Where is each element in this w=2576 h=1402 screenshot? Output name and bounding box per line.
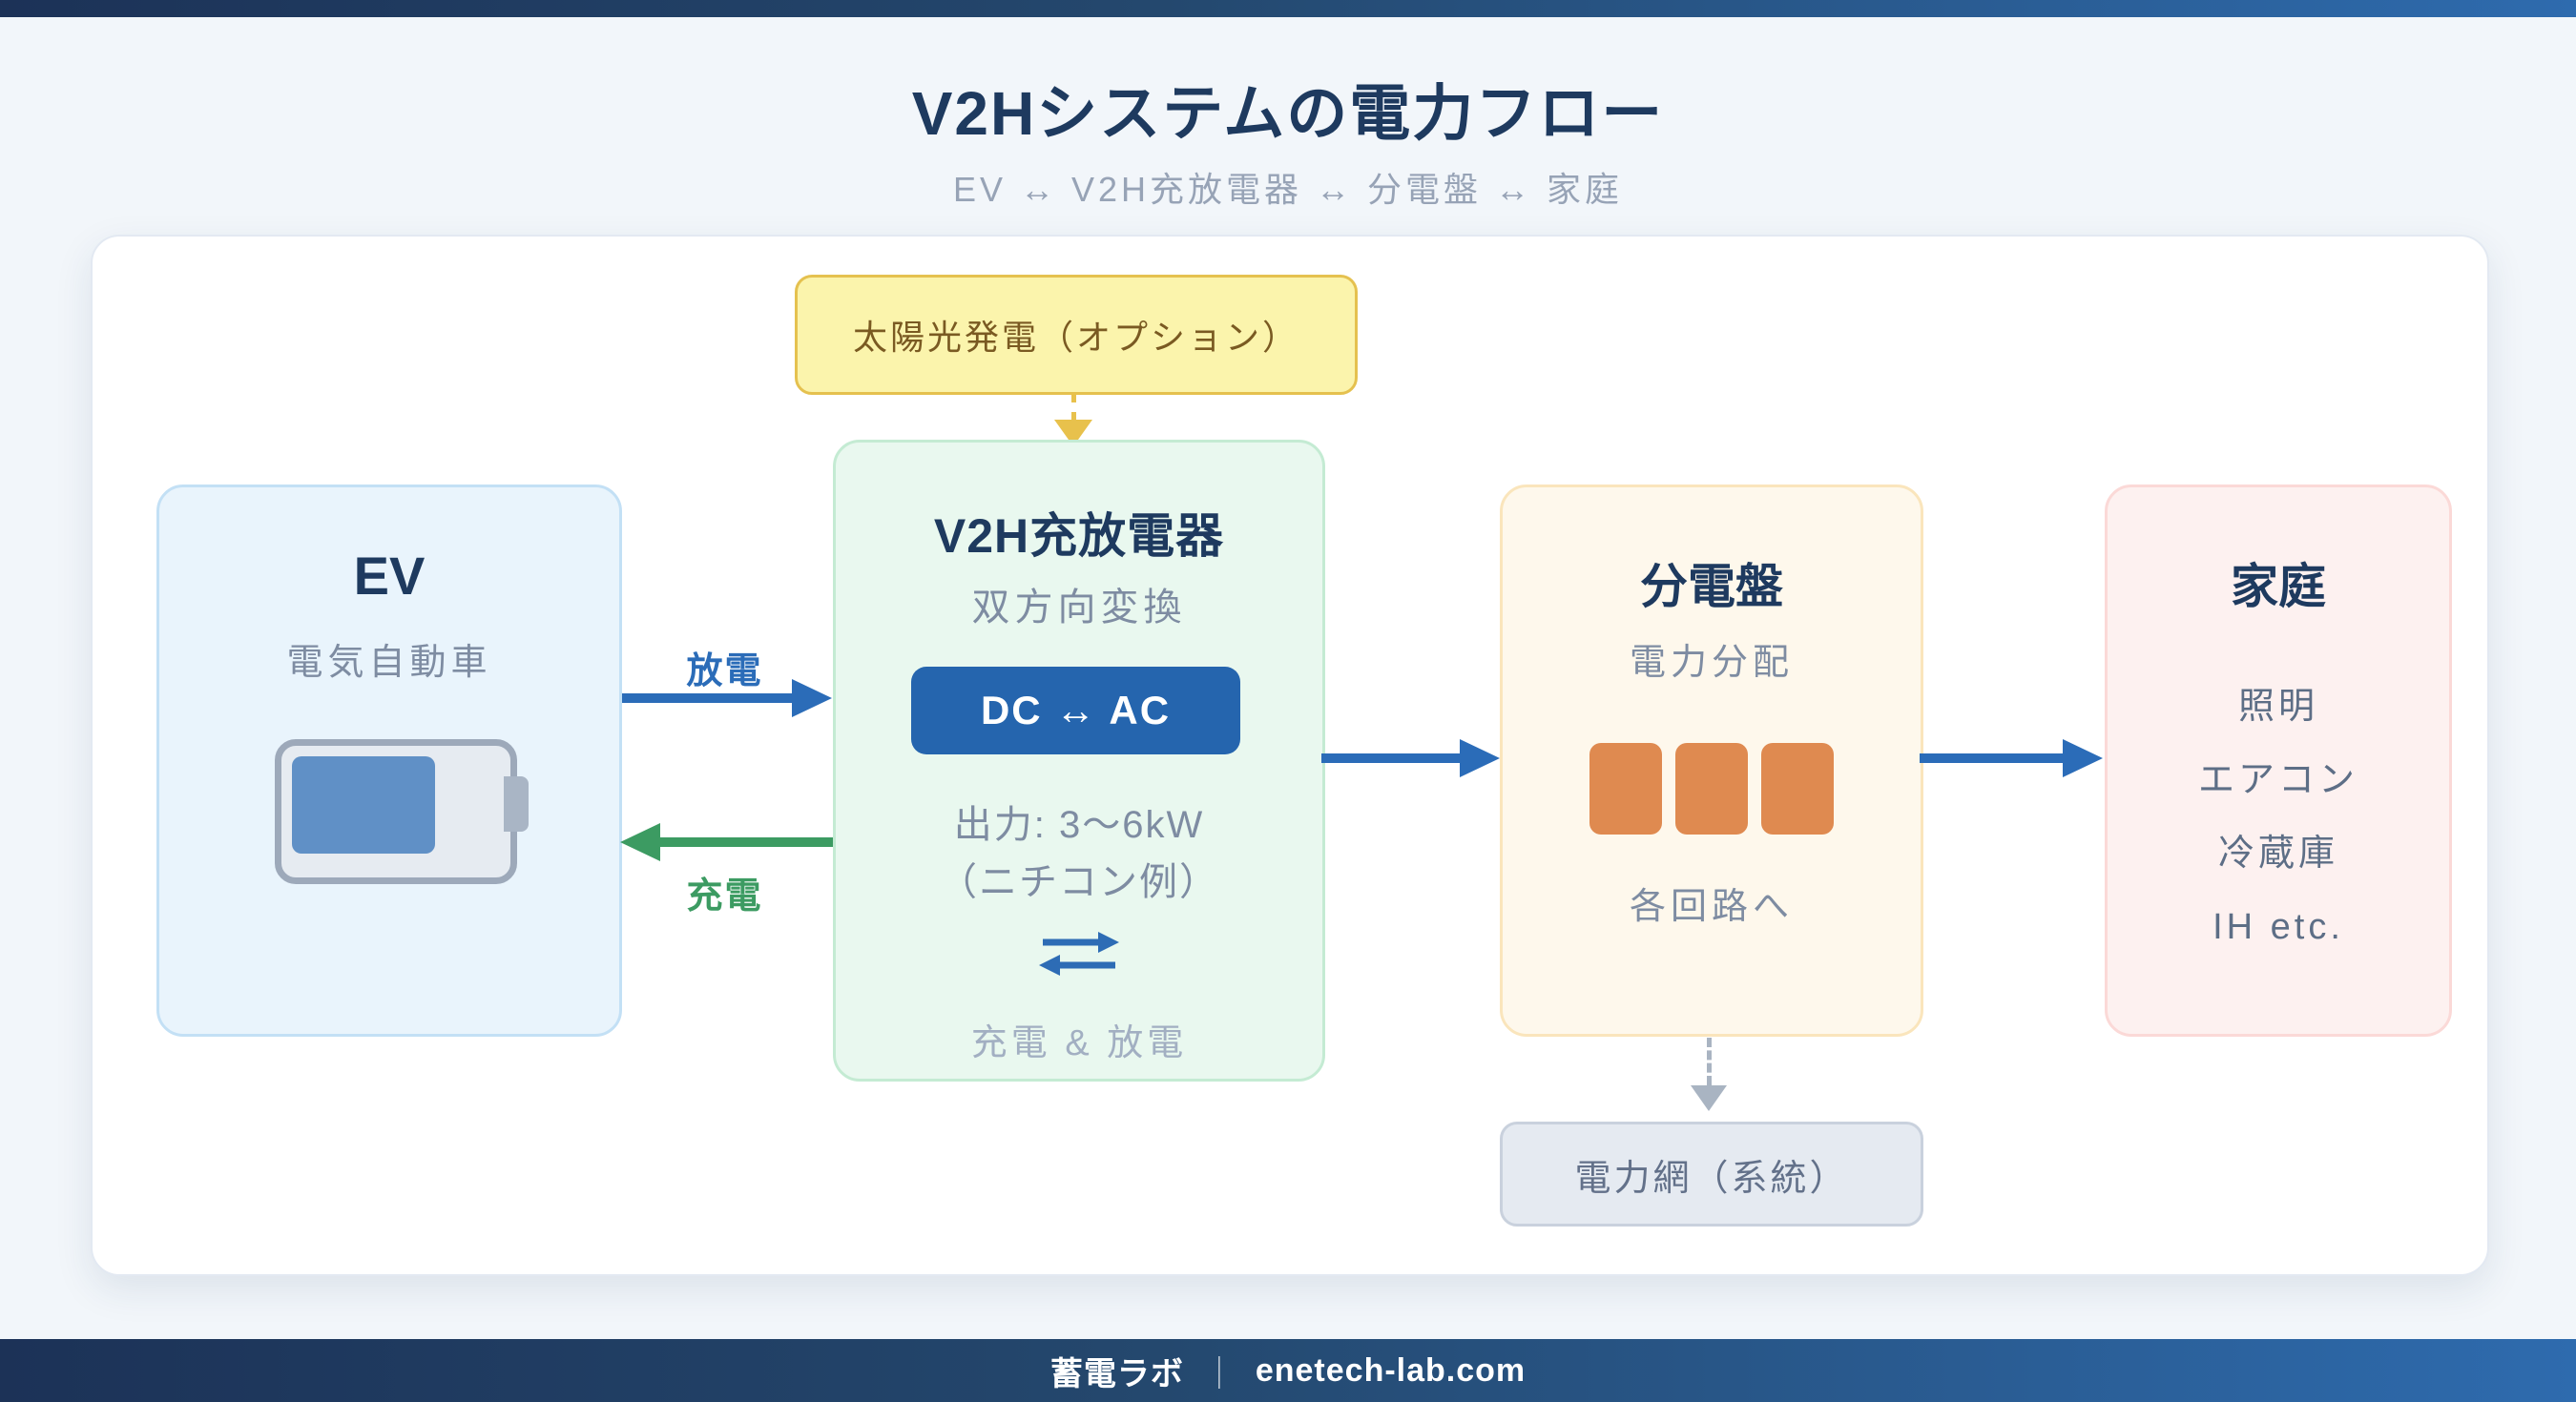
v2h-to-panel-arrow-shaft: [1321, 753, 1462, 763]
dc-ac-converter-pill: DC ↔ AC: [911, 667, 1240, 754]
footer-bar: 蓄電ラボ ｜ enetech-lab.com: [0, 1339, 2576, 1402]
page-subtitle: EV ↔ V2H充放電器 ↔ 分電盤 ↔ 家庭: [952, 170, 1624, 209]
power-grid-label: 電力網（系統）: [1574, 1158, 1849, 1199]
breaker-square: [1675, 743, 1748, 835]
charge-arrow-shaft: [658, 837, 833, 847]
solar-arrow-stem: [1071, 393, 1076, 422]
panel-to-home-arrow-shaft: [1920, 753, 2065, 763]
home-title: 家庭: [2231, 560, 2326, 613]
page-title: V2Hシステムの電力フロー: [911, 79, 1665, 148]
panel-subtitle: 電力分配: [1629, 643, 1794, 683]
breaker-square: [1761, 743, 1834, 835]
panel-caption: 各回路へ: [1629, 887, 1794, 927]
panel-title: 分電盤: [1640, 560, 1783, 613]
v2h-title: V2H充放電器: [933, 509, 1225, 563]
panel-to-home-arrow-icon: [2063, 739, 2103, 777]
solar-option-box: 太陽光発電（オプション）: [795, 275, 1358, 395]
footer-domain: enetech-lab.com: [1255, 1351, 1527, 1389]
v2h-mode-caption: 充電 & 放電: [970, 1023, 1188, 1063]
home-item: IH etc.: [2212, 907, 2344, 947]
breaker-switches-icon: [1503, 743, 1921, 835]
v2h-output-spec: 出力: 3〜6kW: [953, 804, 1205, 846]
dc-ac-label: DC ↔ AC: [980, 688, 1172, 732]
home-appliance-list: 照明 エアコン 冷蔵庫 IH etc.: [2108, 684, 2449, 950]
discharge-label: 放電: [686, 651, 763, 691]
v2h-to-panel-arrow-icon: [1460, 739, 1500, 777]
v2h-subtitle: 双方向変換: [971, 587, 1187, 629]
ev-subtitle: 電気自動車: [286, 643, 492, 683]
distribution-panel-node: 分電盤 電力分配 各回路へ: [1500, 485, 1923, 1037]
solar-option-label: 太陽光発電（オプション）: [852, 318, 1299, 357]
discharge-arrow-right-icon: [792, 679, 832, 717]
discharge-arrow-shaft: [622, 693, 794, 703]
charge-label: 充電: [686, 876, 763, 917]
ev-node: EV 電気自動車: [156, 485, 622, 1037]
power-grid-node: 電力網（系統）: [1500, 1122, 1923, 1227]
breaker-square: [1589, 743, 1662, 835]
bidirectional-arrows-icon: [1039, 932, 1119, 976]
ev-title: EV: [353, 546, 426, 606]
v2h-charger-node: V2H充放電器 双方向変換 DC ↔ AC 出力: 3〜6kW （ニチコン例） …: [833, 440, 1325, 1082]
charge-arrow-left-icon: [620, 823, 660, 861]
top-accent-bar: [0, 0, 2576, 17]
home-item: 照明: [2237, 687, 2318, 727]
home-item: エアコン: [2197, 760, 2358, 800]
footer-separator: ｜: [1202, 1355, 1236, 1392]
home-item: 冷蔵庫: [2217, 834, 2338, 874]
battery-terminal: [504, 776, 529, 832]
v2h-output-note: （ニチコン例）: [939, 861, 1219, 903]
footer-brand: 蓄電ラボ: [1049, 1355, 1184, 1392]
home-node: 家庭 照明 エアコン 冷蔵庫 IH etc.: [2105, 485, 2452, 1037]
grid-arrow-down-icon: [1691, 1085, 1727, 1111]
battery-fill: [292, 756, 435, 854]
grid-dashed-stem: [1707, 1038, 1712, 1085]
battery-icon: [275, 739, 517, 884]
